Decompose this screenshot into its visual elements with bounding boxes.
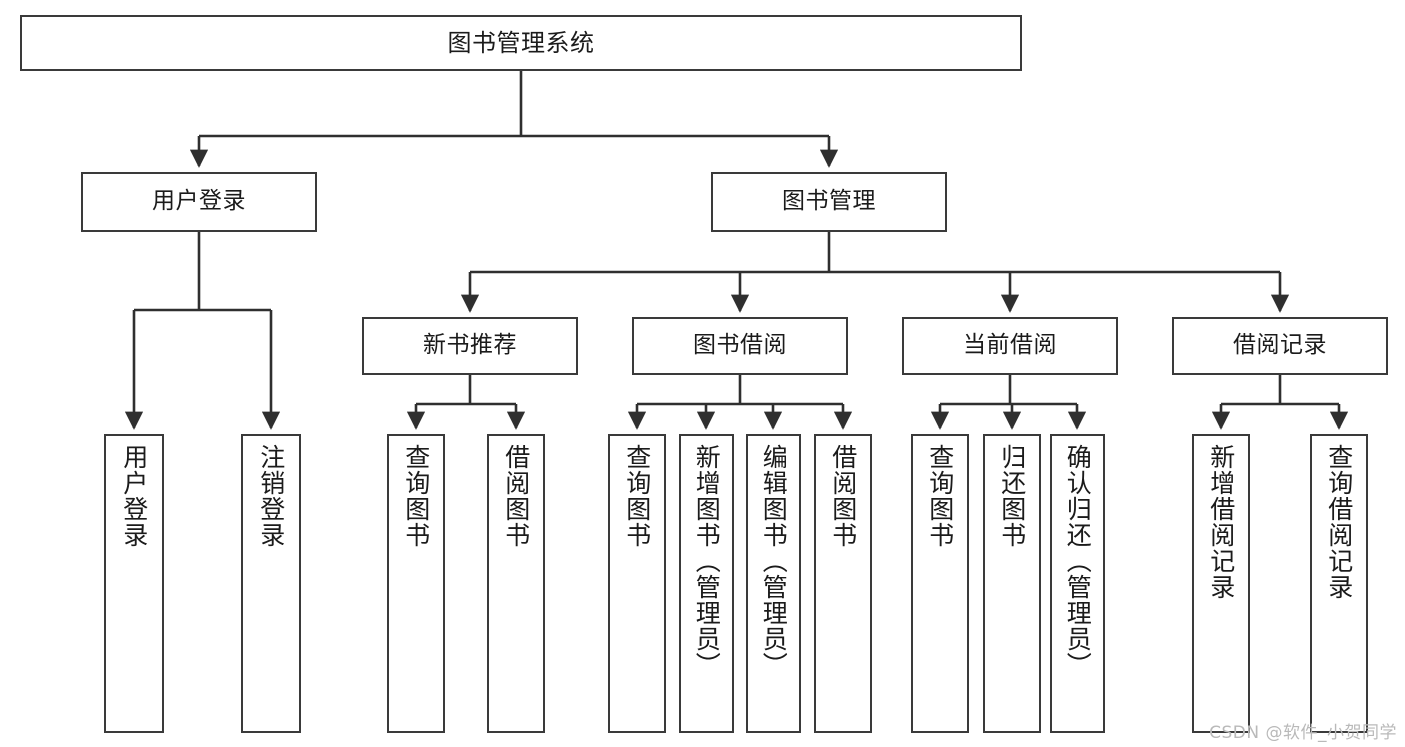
node-leaf-query-book-2-label: 查询图书 (622, 444, 652, 548)
node-new-book-rec-label: 新书推荐 (423, 332, 517, 359)
node-leaf-query-book-3-label: 查询图书 (925, 444, 955, 548)
node-book-borrow[interactable]: 图书借阅 (632, 317, 848, 375)
node-user-login-label: 用户登录 (152, 188, 246, 215)
node-leaf-add-record[interactable]: 新增借阅记录 (1192, 434, 1250, 733)
node-leaf-query-book-1[interactable]: 查询图书 (387, 434, 445, 733)
node-leaf-borrow-book-1-label: 借阅图书 (501, 444, 531, 548)
node-leaf-query-book-1-label: 查询图书 (401, 444, 431, 548)
node-leaf-user-login-label: 用户登录 (119, 444, 149, 548)
node-leaf-query-book-2[interactable]: 查询图书 (608, 434, 666, 733)
watermark: CSDN @软件_小贺同学 (1209, 723, 1397, 743)
node-leaf-edit-book-label: 编辑图书（管理员） (759, 444, 789, 678)
node-leaf-edit-book[interactable]: 编辑图书（管理员） (746, 434, 801, 733)
node-current-borrow[interactable]: 当前借阅 (902, 317, 1118, 375)
node-book-borrow-label: 图书借阅 (693, 332, 787, 359)
node-leaf-return-book[interactable]: 归还图书 (983, 434, 1041, 733)
node-book-manage-label: 图书管理 (782, 188, 876, 215)
node-leaf-add-record-label: 新增借阅记录 (1206, 444, 1236, 600)
node-leaf-borrow-book-1[interactable]: 借阅图书 (487, 434, 545, 733)
node-user-login[interactable]: 用户登录 (81, 172, 317, 232)
node-new-book-rec[interactable]: 新书推荐 (362, 317, 578, 375)
node-root[interactable]: 图书管理系统 (20, 15, 1022, 71)
node-leaf-query-book-3[interactable]: 查询图书 (911, 434, 969, 733)
node-book-manage[interactable]: 图书管理 (711, 172, 947, 232)
node-leaf-query-record[interactable]: 查询借阅记录 (1310, 434, 1368, 733)
node-leaf-borrow-book-2[interactable]: 借阅图书 (814, 434, 872, 733)
node-current-borrow-label: 当前借阅 (963, 332, 1057, 359)
node-leaf-return-book-label: 归还图书 (997, 444, 1027, 548)
node-leaf-user-logout-label: 注销登录 (256, 444, 286, 548)
node-leaf-user-logout[interactable]: 注销登录 (241, 434, 301, 733)
node-leaf-confirm-return-label: 确认归还（管理员） (1063, 444, 1093, 678)
node-root-label: 图书管理系统 (447, 28, 595, 57)
node-borrow-record-label: 借阅记录 (1233, 332, 1327, 359)
node-leaf-add-book[interactable]: 新增图书（管理员） (679, 434, 734, 733)
node-leaf-query-record-label: 查询借阅记录 (1324, 444, 1354, 600)
node-leaf-confirm-return[interactable]: 确认归还（管理员） (1050, 434, 1105, 733)
node-borrow-record[interactable]: 借阅记录 (1172, 317, 1388, 375)
node-leaf-borrow-book-2-label: 借阅图书 (828, 444, 858, 548)
node-leaf-user-login[interactable]: 用户登录 (104, 434, 164, 733)
node-leaf-add-book-label: 新增图书（管理员） (692, 444, 722, 678)
